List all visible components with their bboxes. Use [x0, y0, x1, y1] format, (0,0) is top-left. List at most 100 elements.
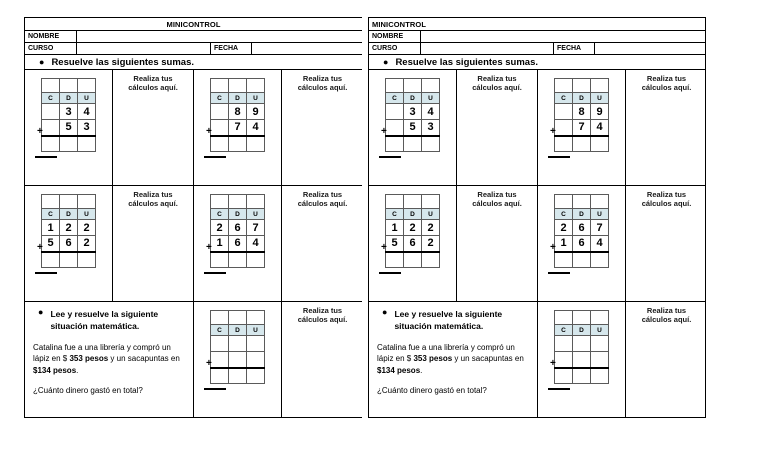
sum-grid-ex4-left[interactable]: C D U 2 6 7 1 6	[210, 194, 265, 268]
scratch-area-ex5-left[interactable]: Realiza tus cálculos aquí.	[282, 302, 363, 417]
instruction-sums-text-right: Resuelve las siguientes sumas.	[395, 56, 539, 68]
sum-grid-wrap-ex3-right: + C D U 1 2 2	[369, 186, 456, 301]
wp-amount-2: $134 pesos	[377, 365, 421, 375]
plus-operator-ex3-right: +	[381, 242, 387, 253]
exercise-cell-ex1-right: + C D U 3 4	[369, 70, 457, 185]
sum-grid-ex1-right[interactable]: C D U 3 4 5	[385, 78, 440, 152]
course-date-row-left: CURSO FECHA	[25, 43, 362, 55]
sum-grid-ex2-left[interactable]: C D U 8 9 7	[210, 78, 265, 152]
place-header-d: D	[59, 208, 78, 220]
word-problem-body-left: Catalina fue a una librería y compró un …	[33, 342, 185, 377]
place-header-u: U	[421, 92, 440, 104]
exercise-cell-ex2-right: + C D U 8 9	[538, 70, 626, 185]
scratch-area-ex5-right[interactable]: Realiza tus cálculos aquí.	[626, 302, 707, 417]
place-header-d: D	[403, 92, 422, 104]
place-header-c: C	[385, 208, 404, 220]
addend1-row	[210, 335, 265, 352]
addend1-row: 8 9	[554, 103, 609, 120]
bullet-icon: ●	[382, 307, 388, 317]
name-input-right[interactable]	[421, 31, 705, 42]
rule-line-ex5-left	[204, 388, 226, 390]
date-input-left[interactable]	[252, 43, 362, 54]
rule-line-ex4-right	[548, 272, 570, 274]
addend1-row	[554, 335, 609, 352]
place-header-u: U	[246, 208, 265, 220]
bullet-icon: ●	[38, 307, 44, 317]
addend2-row: 5 6 2	[385, 235, 440, 252]
worksheet-sheets-container: MINICONTROL NOMBRE CURSO FECHA ● Resuelv…	[24, 17, 746, 418]
addend1-row: 1 2 2	[385, 219, 440, 236]
scratch-label-line1: Realiza tus	[133, 74, 173, 83]
sum-grid-wrap-ex4-left: + C D U 2 6 7	[194, 186, 281, 301]
scratch-area-ex3-right[interactable]: Realiza tus cálculos aquí.	[457, 186, 538, 301]
sum-grid-wrap-ex2-right: + C D U 8 9	[538, 70, 625, 185]
word-problem-row-left: ● Lee y resuelve la siguiente situación …	[25, 302, 362, 417]
scratch-label-line1: Realiza tus	[646, 306, 687, 315]
rule-line-ex2-left	[204, 156, 226, 158]
rule-line-ex2-right	[548, 156, 570, 158]
scratch-label-line2: cálculos aquí.	[472, 199, 522, 209]
scratch-area-ex3-left[interactable]: Realiza tus cálculos aquí.	[113, 186, 194, 301]
exercise-cell-ex3-left: + C D U 1 2 2	[25, 186, 113, 301]
sum-grid-wrap-ex5-left: + C D U	[194, 302, 281, 417]
scratch-area-ex2-left[interactable]: Realiza tus cálculos aquí.	[282, 70, 363, 185]
sum-grid-ex5-right[interactable]: C D U	[554, 310, 609, 384]
rule-line-ex3-left	[35, 272, 57, 274]
sum-grid-ex2-right[interactable]: C D U 8 9 7	[554, 78, 609, 152]
place-header-d: D	[228, 208, 247, 220]
place-header-u: U	[590, 92, 609, 104]
sum-grid-ex1-left[interactable]: C D U 3 4 5	[41, 78, 96, 152]
sum-grid-wrap-ex5-right: + C D U	[538, 302, 625, 417]
sum-grid-ex3-left[interactable]: C D U 1 2 2 5 6	[41, 194, 96, 268]
addend2-row: 7 4	[554, 119, 609, 136]
scratch-label-line1: Realiza tus	[133, 190, 173, 199]
instruction-sums-text-left: Resuelve las siguientes sumas.	[51, 56, 195, 68]
scratch-area-ex4-right[interactable]: Realiza tus cálculos aquí.	[626, 186, 707, 301]
worksheet-sheet-left: MINICONTROL NOMBRE CURSO FECHA ● Resuelv…	[24, 17, 362, 418]
answer-row	[554, 366, 609, 384]
answer-row	[41, 250, 96, 268]
place-header-d: D	[572, 208, 591, 220]
exercise-cell-ex4-left: + C D U 2 6 7	[194, 186, 282, 301]
scratch-area-ex4-left[interactable]: Realiza tus cálculos aquí.	[282, 186, 363, 301]
plus-operator-ex5-left: +	[206, 358, 212, 369]
carry-row	[554, 310, 609, 325]
scratch-label-line1: Realiza tus	[646, 74, 687, 83]
wp-amount-2: $134 pesos	[33, 365, 77, 375]
rule-line-ex1-right	[379, 156, 401, 158]
exercise-cell-ex4-right: + C D U 2 6 7	[538, 186, 626, 301]
place-header-c: C	[554, 92, 573, 104]
sum-grid-ex5-left[interactable]: C D U	[210, 310, 265, 384]
plus-operator-ex4-left: +	[206, 242, 212, 253]
place-header-u: U	[77, 208, 96, 220]
course-date-row-right: CURSO FECHA	[369, 43, 705, 55]
addend2-row	[210, 351, 265, 368]
wp-mid: y un sacapuntas en	[108, 354, 180, 364]
place-header-row: C D U	[210, 92, 265, 104]
worksheet-sheet-right: MINICONTROL NOMBRE CURSO FECHA ● Resuelv…	[368, 17, 706, 418]
place-header-c: C	[210, 208, 229, 220]
addend2-row: 1 6 4	[554, 235, 609, 252]
addend1-row: 2 6 7	[210, 219, 265, 236]
scratch-area-ex1-right[interactable]: Realiza tus cálculos aquí.	[457, 70, 538, 185]
plus-operator-ex5-right: +	[550, 358, 556, 369]
answer-row	[554, 134, 609, 152]
place-header-row: C D U	[210, 208, 265, 220]
place-header-row: C D U	[385, 92, 440, 104]
place-header-c: C	[554, 324, 573, 336]
sum-grid-wrap-ex2-left: + C D U 8 9	[194, 70, 281, 185]
sum-grid-ex3-right[interactable]: C D U 1 2 2 5 6	[385, 194, 440, 268]
name-input-left[interactable]	[77, 31, 362, 42]
sum-grid-ex4-right[interactable]: C D U 2 6 7 1 6	[554, 194, 609, 268]
scratch-area-ex2-right[interactable]: Realiza tus cálculos aquí.	[626, 70, 707, 185]
scratch-label-line2: cálculos aquí.	[128, 83, 178, 93]
scratch-label-line1: Realiza tus	[302, 190, 343, 199]
place-header-row: C D U	[385, 208, 440, 220]
place-header-d: D	[228, 92, 247, 104]
course-input-right[interactable]	[421, 43, 553, 54]
wp-pre: Catalina fue a una librería y compró un …	[377, 342, 515, 364]
scratch-area-ex1-left[interactable]: Realiza tus cálculos aquí.	[113, 70, 194, 185]
date-input-right[interactable]	[595, 43, 705, 54]
course-input-left[interactable]	[77, 43, 210, 54]
